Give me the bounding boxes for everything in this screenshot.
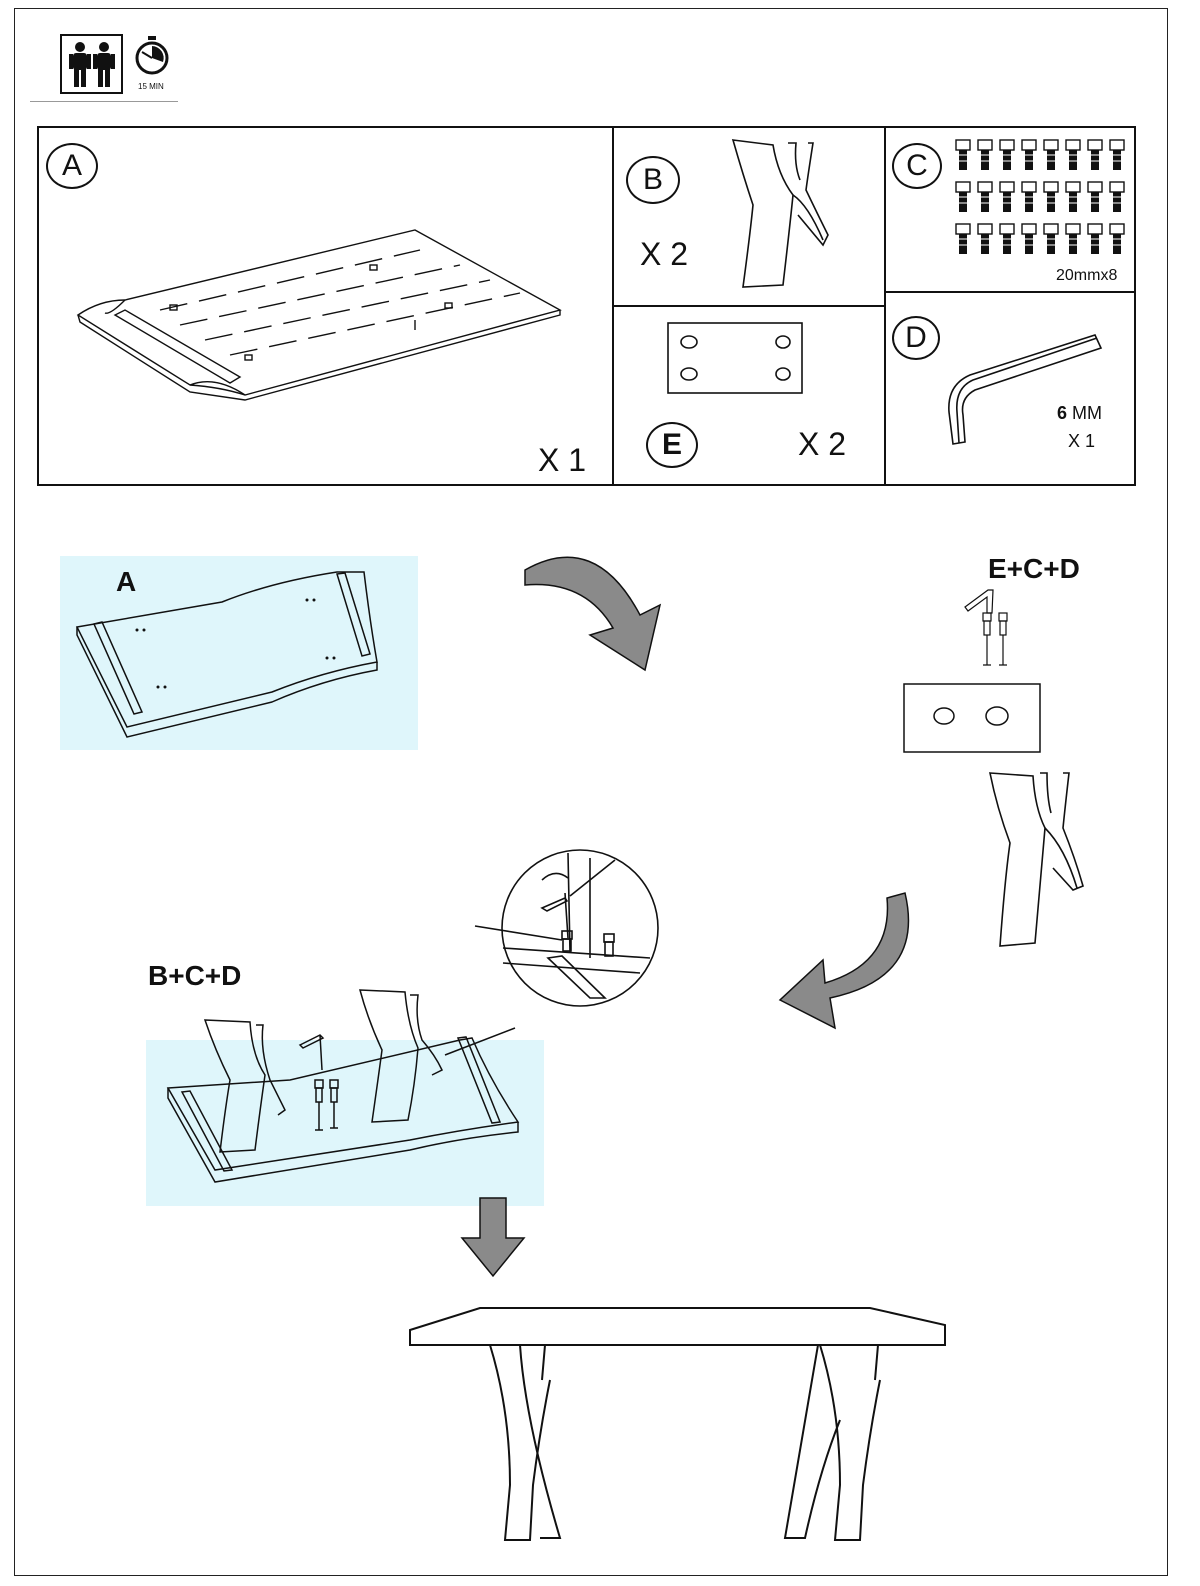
bolt-icon: [1065, 181, 1081, 212]
parts-divider-h1: [612, 305, 886, 307]
bolt-icon: [1043, 139, 1059, 170]
bolt-icon: [1043, 181, 1059, 212]
part-a-qty: X 1: [538, 442, 587, 478]
assembled-table-drawing: [409, 1307, 946, 1541]
bolt-icon: [1065, 139, 1081, 170]
step1-highlight: [60, 556, 418, 750]
bolt-icon: [1021, 139, 1037, 170]
bolt-icon: [1087, 181, 1103, 212]
parts-divider-h2: [884, 291, 1136, 293]
curved-arrow-2: [778, 892, 910, 1030]
bolts-drawing: [955, 139, 1125, 254]
header-divider: [30, 101, 178, 102]
step2-leg-drawing: [989, 772, 1084, 947]
parts-table: [37, 126, 1136, 486]
down-arrow: [460, 1197, 526, 1278]
allen-key-icon: [948, 334, 1103, 445]
bolt-icon: [955, 139, 971, 170]
bolt-icon: [999, 181, 1015, 212]
bolt-icon: [977, 139, 993, 170]
bolt-icon: [1109, 181, 1125, 212]
duration-label: 15 MIN: [138, 82, 164, 91]
step3-label: B+C+D: [148, 960, 242, 991]
tabletop-drawing: [76, 229, 562, 401]
bolt-icon: [1109, 139, 1125, 170]
bolt-icon: [999, 223, 1015, 254]
part-c-size: 20mmx8: [1056, 267, 1118, 284]
part-e-qty: X 2: [798, 426, 847, 462]
part-d-size: 6 MM: [1057, 404, 1102, 422]
step2-bolts-drawing: [982, 612, 1008, 666]
bolt-icon: [1065, 223, 1081, 254]
step1-label: A: [116, 566, 137, 597]
bolt-icon: [999, 139, 1015, 170]
stopwatch-icon: [132, 34, 172, 78]
bolt-icon: [1021, 181, 1037, 212]
part-b-qty: X 2: [640, 236, 689, 272]
bolt-icon: [1021, 223, 1037, 254]
bolt-icon: [955, 181, 971, 212]
step3-assembly-drawing: [166, 989, 520, 1183]
part-d-letter: D: [892, 316, 940, 360]
part-d-size-unit: MM: [1072, 403, 1103, 423]
two-persons-icon: [60, 34, 123, 94]
zoom-detail-drawing: [474, 849, 659, 1007]
bolt-icon: [1109, 223, 1125, 254]
bolt-icon: [1087, 223, 1103, 254]
part-d-qty: X 1: [1068, 431, 1096, 451]
part-a-letter: A: [46, 143, 98, 189]
step2-label: E+C+D: [988, 553, 1080, 584]
curved-arrow-1: [524, 556, 662, 672]
part-e-letter: E: [646, 422, 698, 468]
bolt-icon: [977, 223, 993, 254]
bolt-icon: [977, 181, 993, 212]
part-c-letter: C: [892, 143, 942, 189]
step1-tabletop-drawing: [75, 571, 378, 738]
part-b-letter: B: [626, 156, 680, 204]
step2-plate-drawing: [903, 683, 1041, 753]
mounting-plate-drawing: [667, 322, 803, 394]
x-leg-drawing: [731, 139, 829, 288]
bolt-icon: [955, 223, 971, 254]
bolt-icon: [1043, 223, 1059, 254]
page-frame: [14, 8, 1168, 1576]
part-d-size-number: 6: [1057, 403, 1068, 423]
bolt-icon: [1087, 139, 1103, 170]
